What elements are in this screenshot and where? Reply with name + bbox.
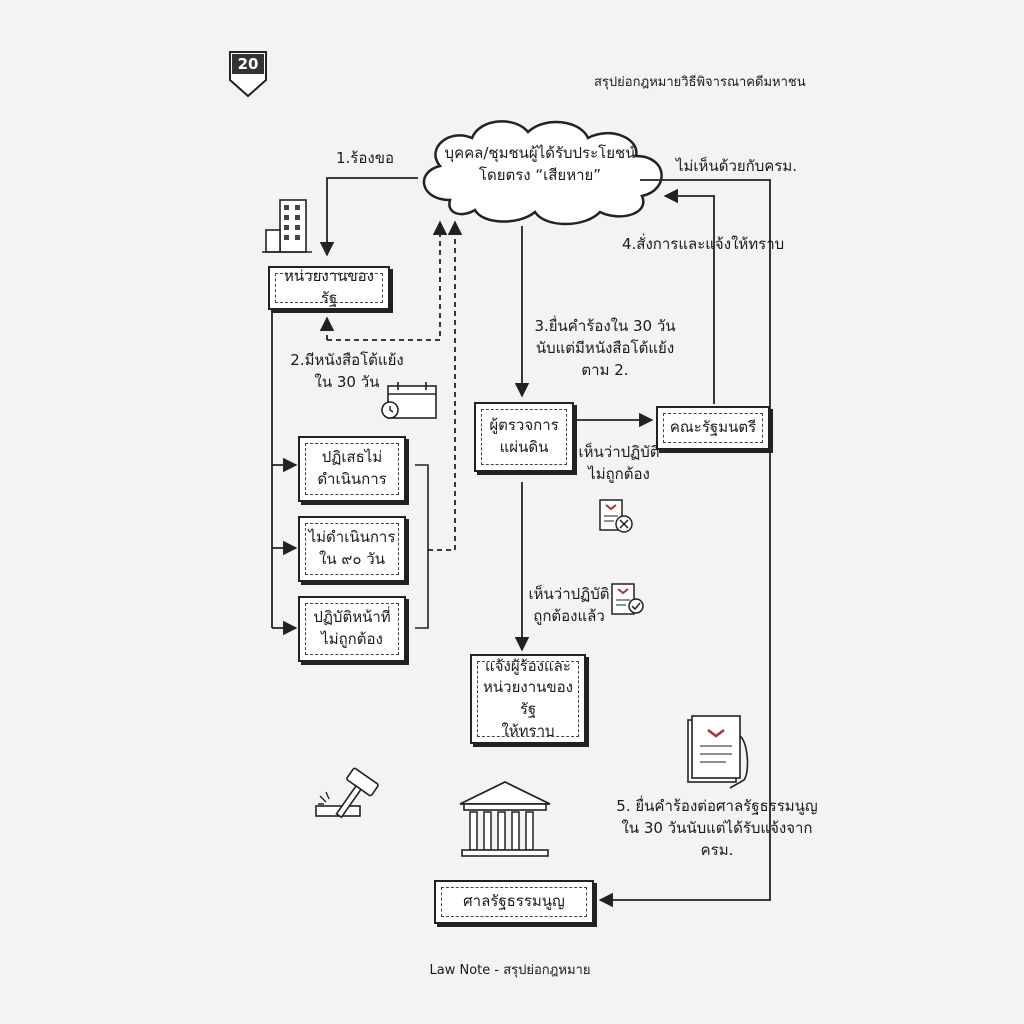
cloud-shape	[422, 120, 663, 226]
ombudsman-label: ผู้ตรวจการแผ่นดิน	[481, 409, 567, 465]
gavel-icon	[315, 767, 379, 819]
step1-label: 1.ร้องขอ	[336, 149, 394, 167]
hand-document-icon	[687, 715, 749, 789]
no-action-box: ไม่ดำเนินการใน ๙๐ วัน	[298, 516, 406, 582]
court-box: ศาลรัฐธรรมนูญ	[434, 880, 594, 924]
see-incorrect-label: เห็นว่าปฏิบัติ ไม่ถูกต้อง	[578, 443, 660, 483]
page-number: 20	[237, 55, 259, 73]
page-number-badge	[228, 46, 268, 100]
improper-box: ปฏิบัติหน้าที่ไม่ถูกต้อง	[298, 596, 406, 662]
cabinet-box: คณะรัฐมนตรี	[656, 406, 770, 450]
step4-label: 4.สั่งการและแจ้งให้ทราบ	[622, 235, 785, 253]
header-title: สรุปย่อกฎหมายวิธีพิจารณาคดีมหาชน	[594, 75, 806, 90]
refuse-box: ปฏิเสธไม่ดำเนินการ	[298, 436, 406, 502]
cloud-label: บุคคล/ชุมชนผู้ได้รับประโยชน์ โดยตรง “เสี…	[444, 144, 636, 184]
step5-label: 5. ยื่นคำร้องต่อศาลรัฐธรรมนูญ ใน 30 วันน…	[616, 797, 818, 859]
page-footer: Law Note - สรุปย่อกฎหมาย	[429, 963, 591, 978]
state-agency-box: หน่วยงานของรัฐ	[268, 266, 390, 310]
ombudsman-box: ผู้ตรวจการแผ่นดิน	[474, 402, 574, 472]
step3-label: 3.ยื่นคำร้องใน 30 วัน นับแต่มีหนังสือโต้…	[534, 317, 676, 379]
document-x-icon	[599, 499, 633, 533]
document-check-icon	[611, 583, 644, 615]
calendar-icon	[381, 382, 437, 419]
disagree-label: ไม่เห็นด้วยกับครม.	[676, 157, 798, 175]
step2-label: 2.มีหนังสือโต้แย้ง ใน 30 วัน	[290, 351, 404, 391]
building-icon	[262, 199, 312, 253]
courthouse-icon	[459, 780, 551, 857]
notify-box: แจ้งผู้ร้องและหน่วยงานของรัฐให้ทราบ	[470, 654, 586, 744]
see-correct-label: เห็นว่าปฏิบัติ ถูกต้องแล้ว	[528, 585, 610, 625]
